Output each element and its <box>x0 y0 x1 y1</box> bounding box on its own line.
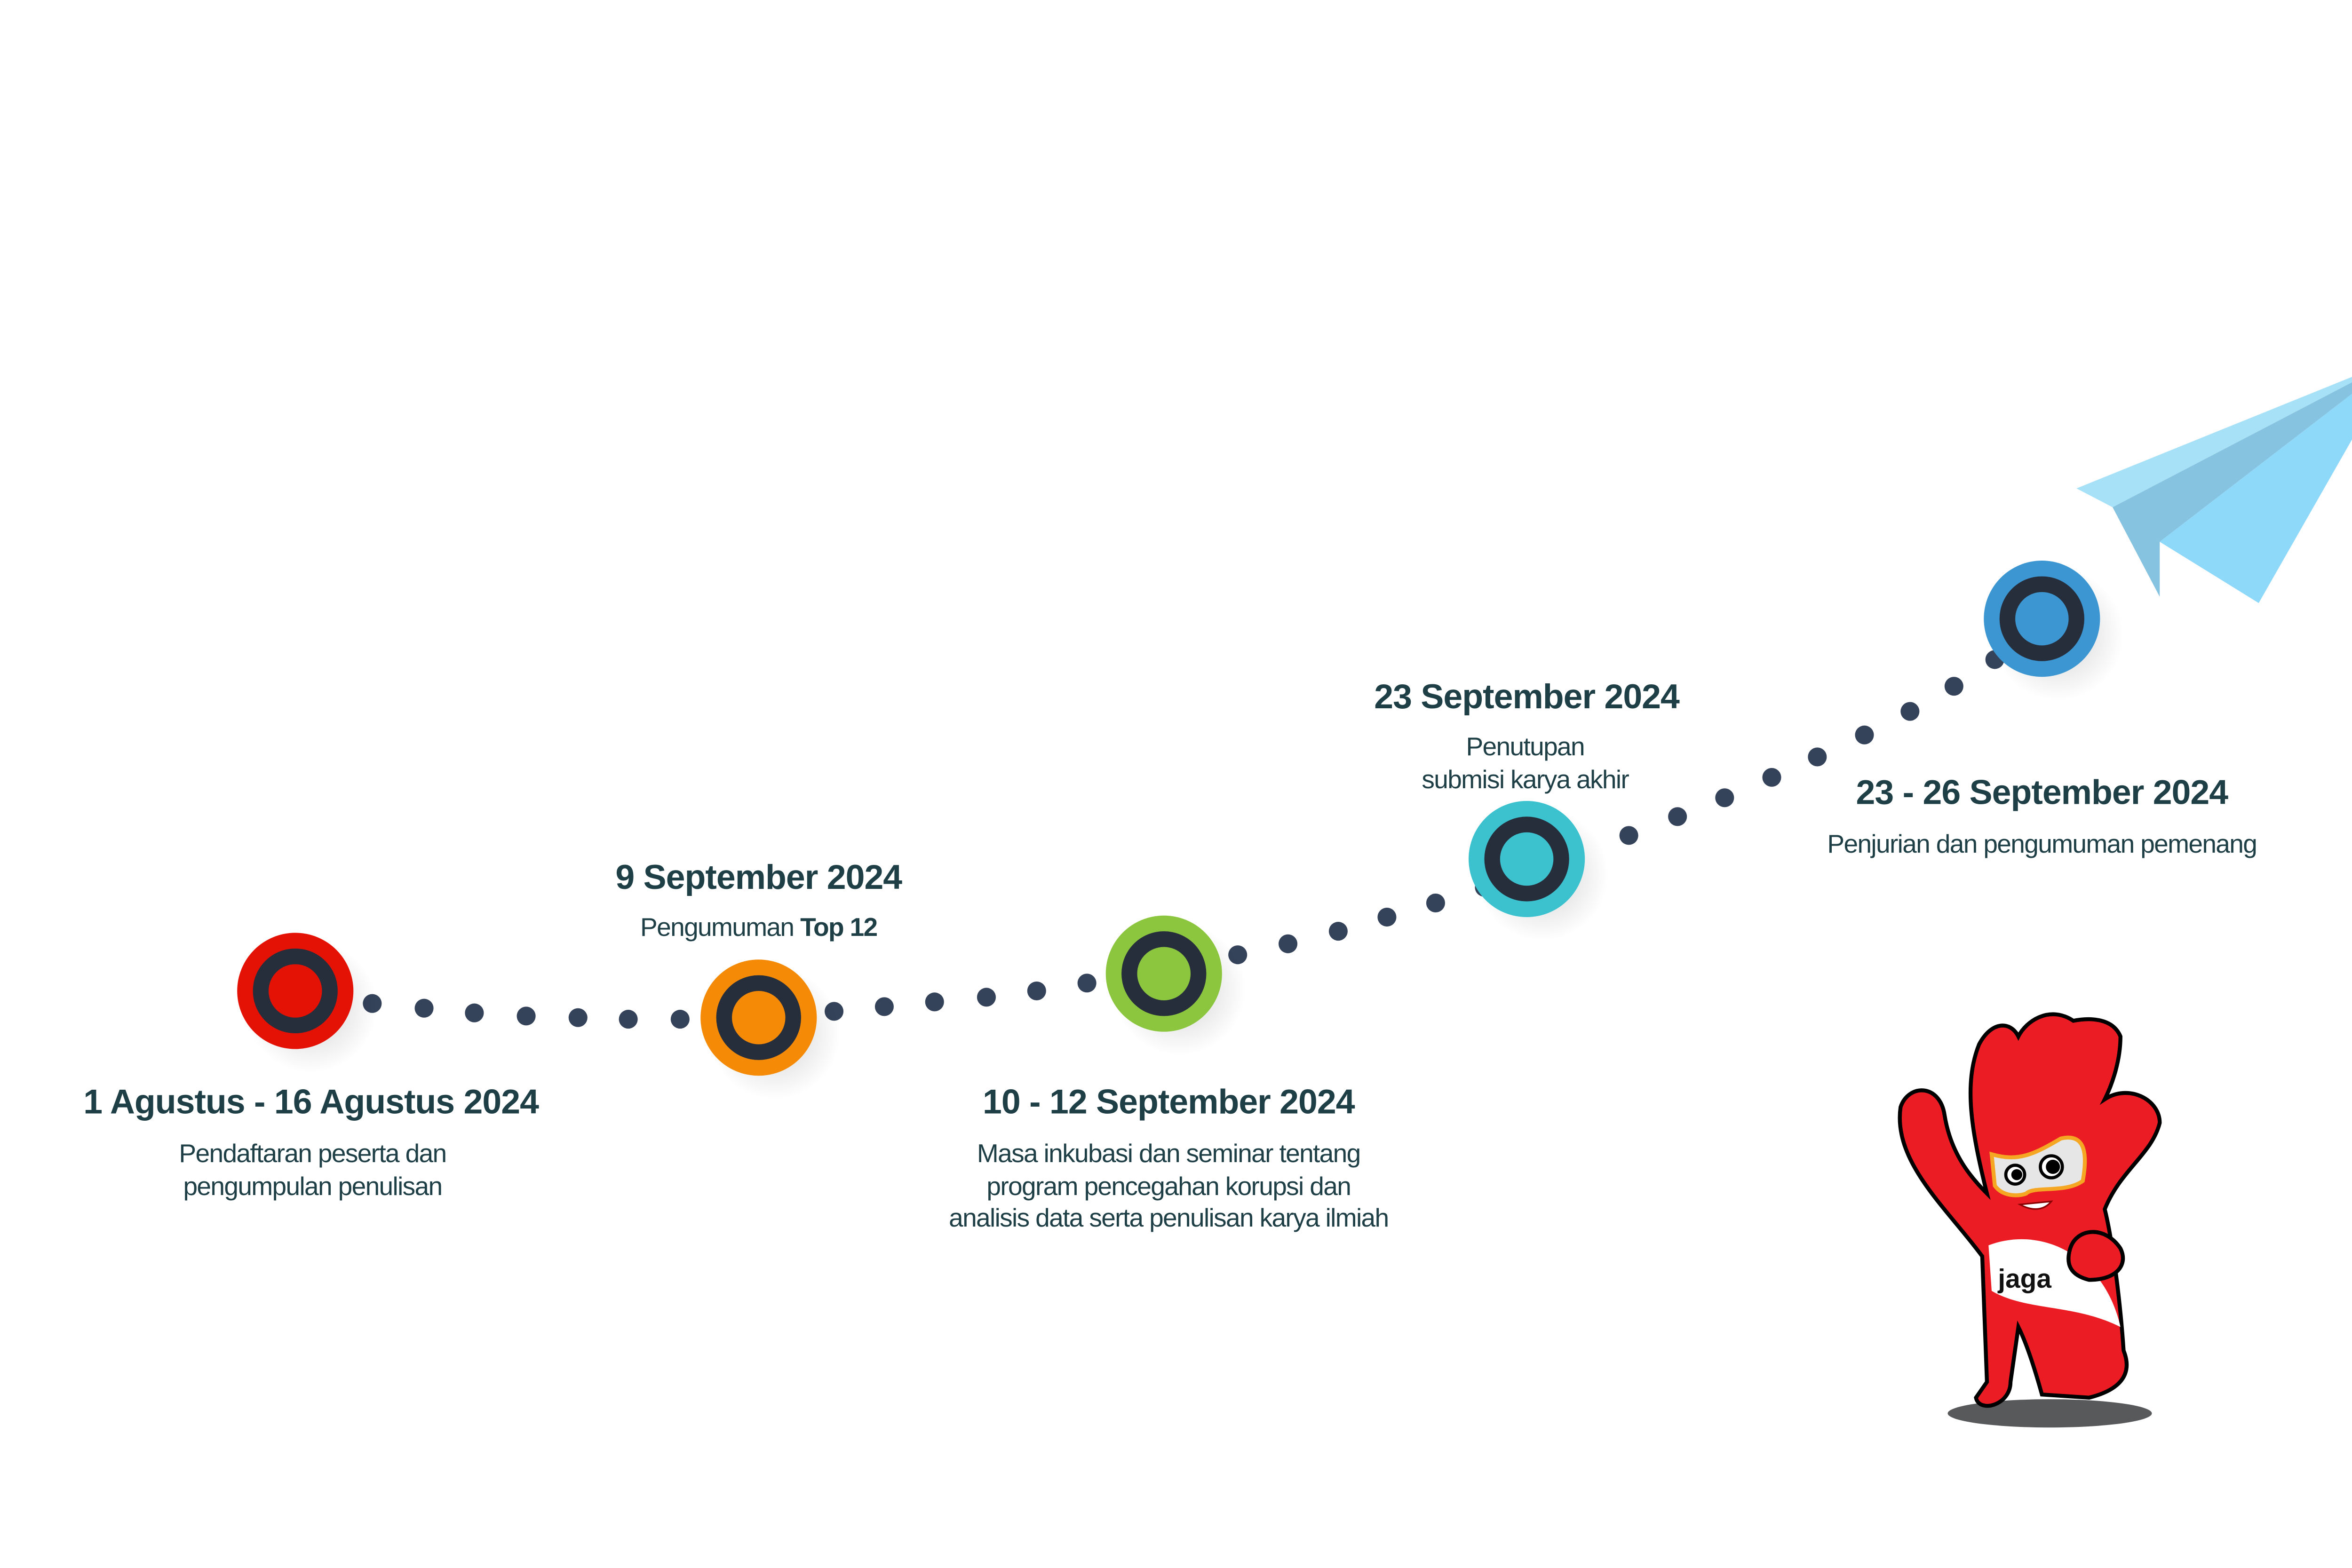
path-dot <box>874 997 894 1016</box>
milestone-2-description: Pengumuman Top 12 <box>640 912 878 944</box>
milestone-1-marker <box>237 933 377 1073</box>
milestone-2-date: 9 September 2024 <box>615 857 902 897</box>
milestone-5-marker <box>1984 561 2124 701</box>
milestone-4-description: Penutupan submisi karya akhir <box>1422 732 1629 796</box>
path-dot <box>977 988 996 1007</box>
description-line: program pencegahan korupsi dan <box>986 1172 1351 1201</box>
path-dot <box>1900 702 1920 721</box>
path-dot <box>1027 981 1046 1001</box>
path-dot <box>670 1010 690 1029</box>
path-dot <box>1377 907 1397 927</box>
description-line: Penutupan <box>1466 733 1585 762</box>
milestone-5-date: 23 - 26 September 2024 <box>1856 772 2229 812</box>
path-dot <box>619 1010 638 1029</box>
description-line: Pendaftaran peserta dan <box>179 1140 447 1169</box>
path-dot <box>1855 725 1874 744</box>
path-dot <box>1077 974 1097 993</box>
jaga-mascot: jaga <box>1898 1012 2162 1428</box>
milestone-1-date: 1 Agustus - 16 Agustus 2024 <box>83 1082 539 1122</box>
description-line: submisi karya akhir <box>1422 765 1629 794</box>
path-dot <box>1715 788 1734 808</box>
path-dot <box>1808 747 1827 767</box>
path-dot <box>414 998 434 1018</box>
path-dot <box>1279 934 1298 953</box>
description-line: pengumpulan penulisan <box>183 1172 443 1201</box>
path-dot <box>568 1008 588 1027</box>
description-line: Penjurian dan pengumuman pemenang <box>1827 831 2257 859</box>
path-dot <box>1944 677 1963 696</box>
milestone-2-marker <box>700 959 841 1100</box>
path-dot <box>1668 807 1687 826</box>
description-bold: Top 12 <box>800 914 878 942</box>
description-text: Pengumuman <box>640 914 801 942</box>
milestone-3-date: 10 - 12 September 2024 <box>982 1082 1355 1122</box>
description-line: Masa inkubasi dan seminar tentang <box>977 1140 1361 1169</box>
path-dot <box>1619 826 1638 845</box>
milestone-3-description: Masa inkubasi dan seminar tentang progra… <box>949 1139 1389 1235</box>
path-dot <box>1762 768 1781 787</box>
mascot-logo-text: jaga <box>1997 1264 2051 1294</box>
milestone-5-description: Penjurian dan pengumuman pemenang <box>1827 829 2257 861</box>
milestone-1-description: Pendaftaran peserta dan pengumpulan penu… <box>179 1139 447 1203</box>
path-dot <box>465 1003 484 1022</box>
description-line: analisis data serta penulisan karya ilmi… <box>949 1204 1389 1233</box>
path-dot <box>516 1006 536 1026</box>
path-dot <box>925 992 944 1012</box>
path-dot <box>1426 893 1445 913</box>
milestone-4-date: 23 September 2024 <box>1374 677 1680 716</box>
milestone-3-marker <box>1105 915 1246 1055</box>
milestone-4-marker <box>1469 800 1609 941</box>
paper-plane-icon <box>2076 377 2352 603</box>
path-dot <box>1328 922 1348 941</box>
